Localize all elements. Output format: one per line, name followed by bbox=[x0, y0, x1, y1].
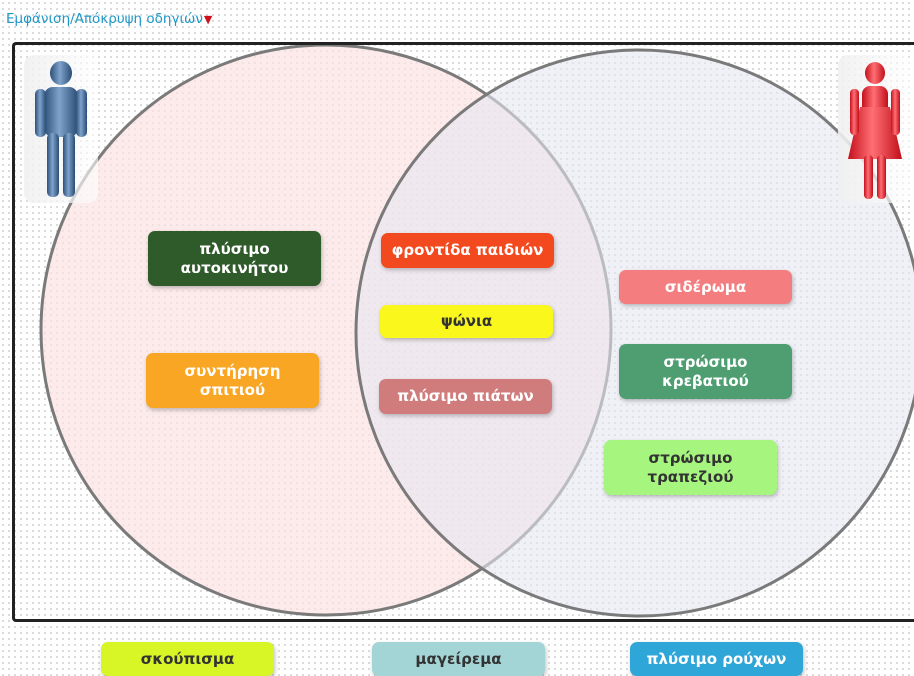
woman-icon bbox=[848, 62, 902, 199]
card-laundry[interactable]: πλύσιμο ρούχων bbox=[630, 642, 803, 676]
card-bed-making[interactable]: στρώσιμο κρεβατιού bbox=[619, 344, 792, 399]
card-table-setting[interactable]: στρώσιμο τραπεζιού bbox=[604, 440, 777, 495]
instructions-toggle[interactable]: Εμφάνιση/Απόκρυψη οδηγιών▼ bbox=[6, 11, 212, 27]
card-label: πλύσιμο πιάτων bbox=[397, 387, 534, 405]
card-label: σιδέρωμα bbox=[664, 277, 747, 296]
card-vacuuming[interactable]: σκούπισμα bbox=[101, 642, 274, 676]
instructions-toggle-label: Εμφάνιση/Απόκρυψη οδηγιών bbox=[6, 11, 203, 27]
card-childcare[interactable]: φροντίδα παιδιών bbox=[381, 233, 554, 268]
card-dishwashing[interactable]: πλύσιμο πιάτων bbox=[379, 379, 552, 414]
card-label: στρώσιμο τραπεζιού bbox=[647, 448, 734, 486]
card-label: μαγείρεμα bbox=[415, 649, 502, 668]
card-label: πλύσιμο αυτοκινήτου bbox=[180, 239, 289, 277]
card-cooking[interactable]: μαγείρεμα bbox=[372, 642, 545, 676]
card-label: ψώνια bbox=[440, 312, 493, 330]
card-ironing[interactable]: σιδέρωμα bbox=[619, 270, 792, 304]
woman-figure bbox=[838, 55, 912, 203]
card-label: συντήρηση σπιτιού bbox=[184, 361, 281, 399]
card-house-maintenance[interactable]: συντήρηση σπιτιού bbox=[146, 353, 319, 408]
man-icon bbox=[35, 61, 87, 197]
card-shopping[interactable]: ψώνια bbox=[380, 305, 553, 338]
man-figure bbox=[24, 55, 98, 203]
card-label: πλύσιμο ρούχων bbox=[646, 649, 787, 668]
caret-down-icon: ▼ bbox=[203, 13, 213, 26]
card-label: στρώσιμο κρεβατιού bbox=[662, 352, 749, 390]
venn-board: πλύσιμο αυτοκινήτου συντήρηση σπιτιού φρ… bbox=[12, 42, 914, 622]
card-pool: σκούπισμα μαγείρεμα πλύσιμο ρούχων bbox=[0, 630, 914, 676]
card-label: σκούπισμα bbox=[140, 649, 235, 668]
card-car-washing[interactable]: πλύσιμο αυτοκινήτου bbox=[148, 231, 321, 286]
card-label: φροντίδα παιδιών bbox=[391, 241, 544, 259]
